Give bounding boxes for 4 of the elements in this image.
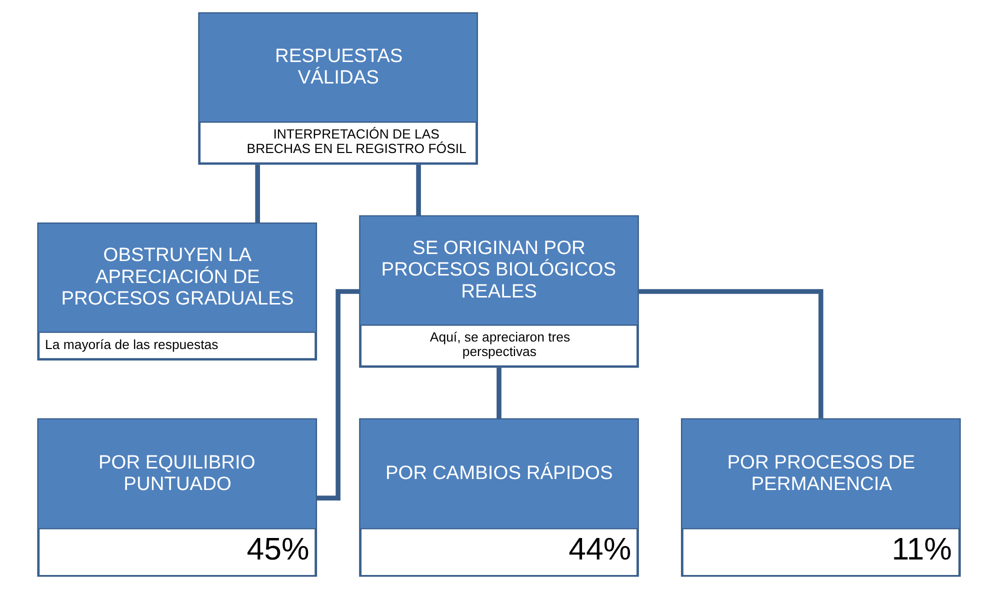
connector	[638, 289, 823, 418]
connector	[416, 164, 420, 216]
connector	[496, 368, 501, 419]
connector	[254, 164, 260, 223]
